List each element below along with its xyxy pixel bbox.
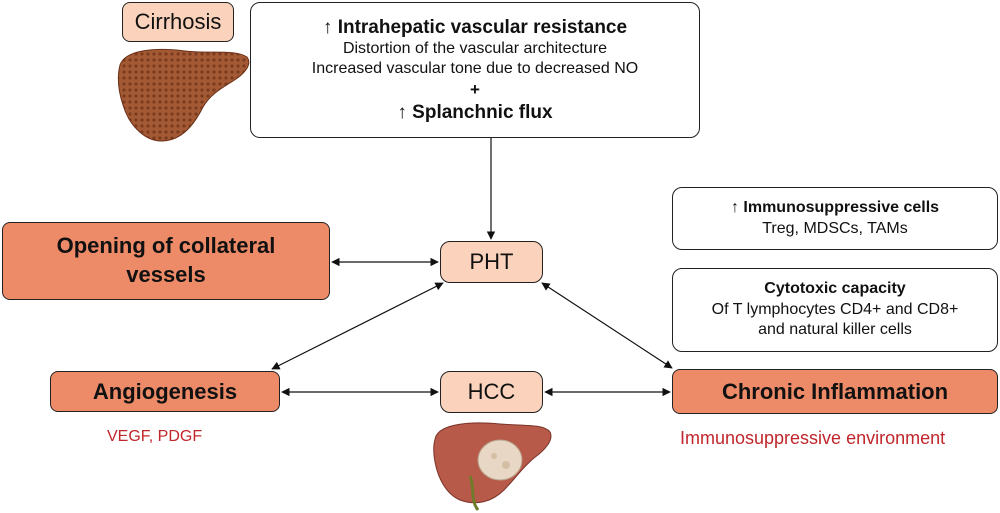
chronic-inflammation-box: Chronic Inflammation [672, 369, 998, 414]
hcc-node: HCC [440, 371, 543, 413]
inflammation-note: Immunosuppressive environment [680, 428, 946, 448]
angiogenesis-note: VEGF, PDGF [107, 428, 203, 445]
cytotoxic-line2: and natural killer cells [758, 321, 912, 339]
collateral-text: Opening of collateral vessels [56, 233, 276, 287]
immuno-title: ↑ Immunosuppressive cells [730, 198, 940, 216]
hcc-liver-illustration [433, 422, 552, 511]
cytotoxic-line1: Of T lymphocytes CD4+ and CD8+ [711, 300, 959, 318]
cirrhosis-label: Cirrhosis [122, 2, 234, 42]
resistance-title: ↑ Intrahepatic vascular resistance [322, 16, 628, 38]
pht-text: PHT [469, 249, 514, 274]
resistance-line-architecture: Distortion of the vascular architecture [342, 40, 608, 58]
angiogenesis-box: Angiogenesis [50, 371, 280, 412]
splanchnic-flux: ↑ Splanchnic flux [397, 101, 553, 123]
cirrhosis-text: Cirrhosis [134, 9, 222, 34]
immunosuppressive-cells-box: ↑ Immunosuppressive cells Treg, MDSCs, T… [672, 187, 998, 250]
cytotoxic-title: Cytotoxic capacity [764, 279, 906, 297]
arrow-pht-angiogenesis [271, 282, 444, 370]
pht-node: PHT [440, 241, 543, 283]
cirrhotic-liver-illustration [117, 48, 250, 142]
hcc-text: HCC [467, 379, 516, 404]
resistance-box: ↑ Intrahepatic vascular resistance Disto… [250, 2, 700, 138]
arrow-pht-inflammation [541, 282, 673, 369]
resistance-line-tone: Increased vascular tone due to decreased… [311, 60, 639, 78]
cytotoxic-capacity-box: Cytotoxic capacity Of T lymphocytes CD4+… [672, 268, 998, 352]
inflammation-text: Chronic Inflammation [721, 378, 949, 404]
resistance-plus: + [470, 80, 480, 100]
angiogenesis-text: Angiogenesis [92, 378, 238, 404]
immuno-body: Treg, MDSCs, TAMs [762, 219, 908, 237]
